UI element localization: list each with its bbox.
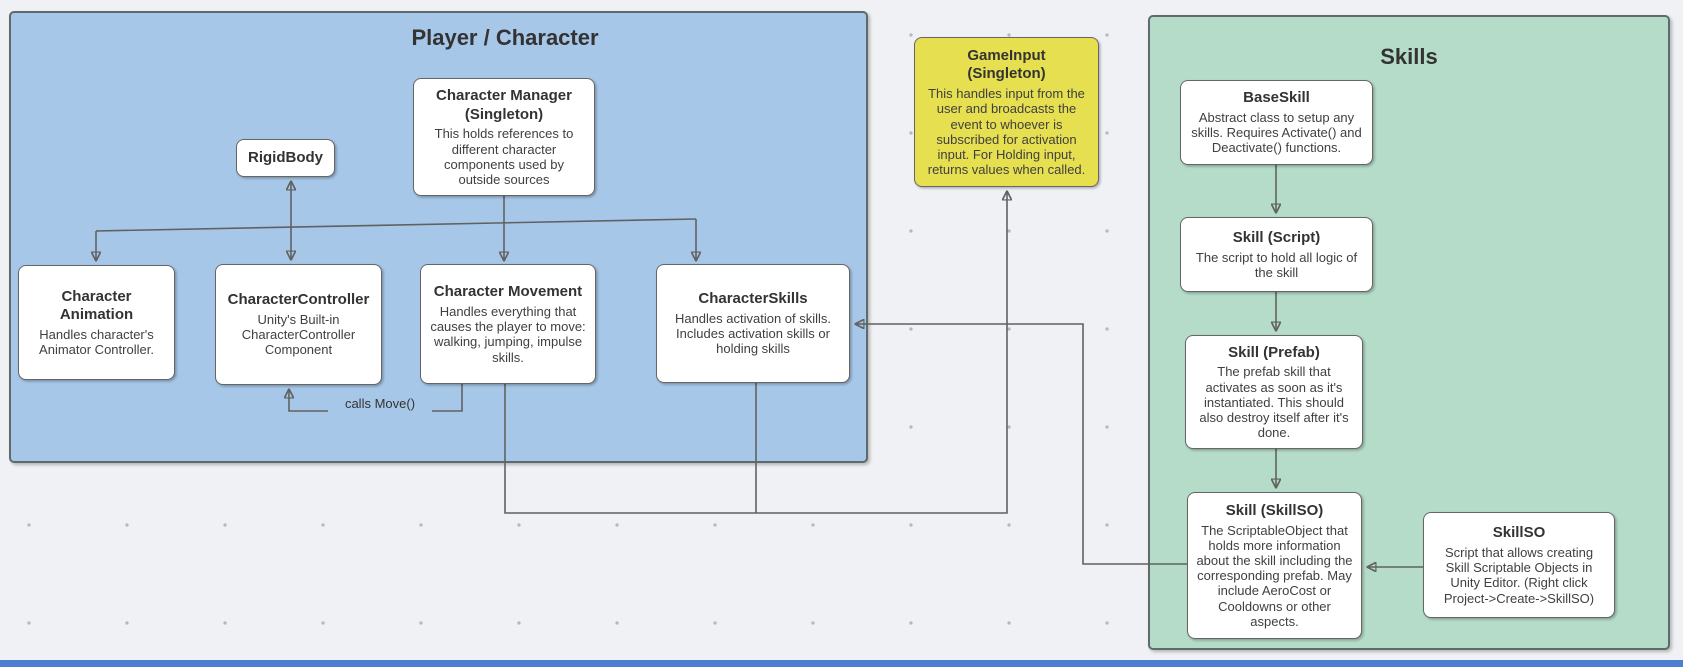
node-baseskill[interactable]: BaseSkill Abstract class to setup any sk… [1180,80,1373,165]
node-character-manager-body: This holds references to different chara… [434,126,574,187]
node-character-movement-body: Handles everything that causes the playe… [430,303,586,365]
edge-label-calls-move: calls Move() [328,395,432,412]
node-character-controller-title: CharacterController [227,291,370,309]
node-skill-skillso[interactable]: Skill (SkillSO) The ScriptableObject tha… [1187,492,1362,639]
connector-skillso-to-characterskills [855,324,1187,565]
node-character-skills[interactable]: CharacterSkills Handles activation of sk… [656,264,850,383]
node-character-animation-title: Character Animation [59,287,134,324]
node-character-skills-body: Handles activation of skills. Includes a… [674,311,832,357]
node-skill-script-title: Skill (Script) [1232,228,1321,246]
skills-title: Skills [1380,44,1438,69]
node-character-animation-body: Handles character's Animator Controller. [39,327,154,358]
node-skill-prefab[interactable]: Skill (Prefab) The prefab skill that act… [1185,335,1363,449]
node-character-controller-body: Unity's Built-in CharacterController Com… [241,312,356,358]
node-skill-prefab-body: The prefab skill that activates as soon … [1199,364,1349,441]
node-gameinput-title: GameInput (Singleton) [967,46,1046,83]
player-character-title: Player / Character [411,25,599,50]
node-rigidbody-title: RigidBody [248,148,323,166]
node-skill-script-body: The script to hold all logic of the skil… [1195,249,1358,280]
node-gameinput-singleton[interactable]: GameInput (Singleton) This handles input… [914,37,1099,187]
node-skill-skillso-title: Skill (SkillSO) [1225,501,1324,519]
node-skill-prefab-title: Skill (Prefab) [1228,343,1320,361]
bottom-blue-strip [0,660,1683,667]
node-gameinput-body: This handles input from the user and bro… [927,86,1086,178]
node-rigidbody[interactable]: RigidBody [236,139,335,177]
node-baseskill-title: BaseSkill [1243,89,1310,107]
node-character-animation[interactable]: Character Animation Handles character's … [18,265,175,380]
node-character-controller[interactable]: CharacterController Unity's Built-in Cha… [215,264,382,385]
node-skillso-body: Script that allows creating Skill Script… [1443,544,1595,606]
node-skillso[interactable]: SkillSO Script that allows creating Skil… [1423,512,1615,618]
node-skill-script[interactable]: Skill (Script) The script to hold all lo… [1180,217,1373,292]
node-baseskill-body: Abstract class to setup any skills. Requ… [1191,110,1362,156]
node-skillso-title: SkillSO [1492,524,1546,542]
node-character-movement[interactable]: Character Movement Handles everything th… [420,264,596,384]
node-character-skills-title: CharacterSkills [698,290,808,308]
node-character-manager-title: Character Manager (Singleton) [436,86,572,123]
node-character-movement-title: Character Movement [433,283,583,301]
node-skill-skillso-body: The ScriptableObject that holds more inf… [1196,522,1353,629]
node-character-manager[interactable]: Character Manager (Singleton) This holds… [413,78,595,196]
